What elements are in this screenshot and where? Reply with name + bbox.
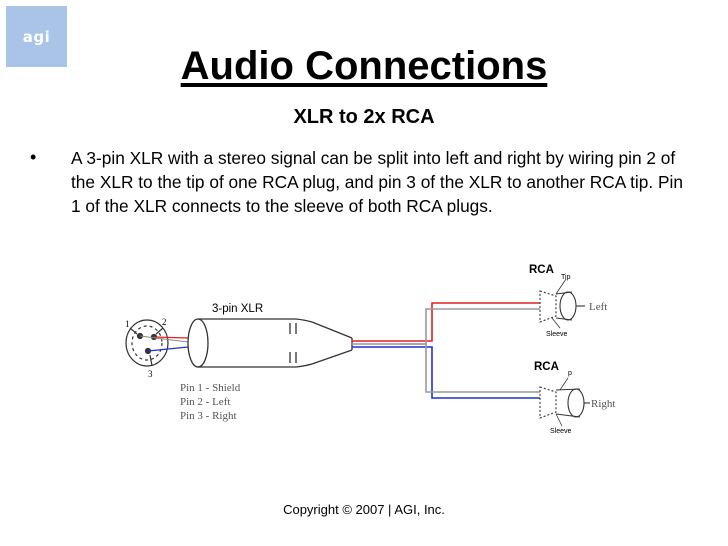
bullet-text: A 3-pin XLR with a stereo signal can be … (71, 148, 683, 216)
slide-subtitle: XLR to 2x RCA (293, 106, 435, 128)
slide-title: Audio Connections (180, 44, 548, 88)
rca-top-sleeve-label: Sleeve (546, 331, 568, 338)
rca-bottom-label: RCA (534, 361, 559, 373)
bullet-marker: • (30, 147, 37, 167)
xlr-label: 3-pin XLR (212, 303, 263, 315)
rca-bottom-channel-label: Right (591, 398, 615, 410)
pin-legend-3: Pin 3 - Right (180, 410, 237, 422)
rca-top-label: RCA (529, 264, 554, 276)
cable-wires (352, 302, 540, 399)
pin-number-2: 2 (162, 317, 167, 327)
rca-plug-bottom (539, 377, 590, 427)
pin-legend-1: Pin 1 - Shield (180, 382, 241, 394)
pin-number-1: 1 (125, 319, 130, 329)
pin-number-3: 3 (148, 369, 153, 379)
rca-plug-top (539, 278, 585, 329)
rca-top-tip-label: Tip (561, 274, 571, 281)
rca-top-channel-label: Left (589, 301, 607, 313)
copyright-footer: Copyright © 2007 | AGI, Inc. (283, 502, 445, 517)
xlr-plug-body (187, 318, 353, 368)
logo-text: agi (22, 27, 51, 46)
rca-bottom-sleeve-label: Sleeve (550, 428, 572, 435)
agi-logo: agi (6, 6, 67, 67)
rca-bottom-tip-label: p (568, 370, 572, 377)
pin-legend-2: Pin 2 - Left (180, 396, 230, 408)
